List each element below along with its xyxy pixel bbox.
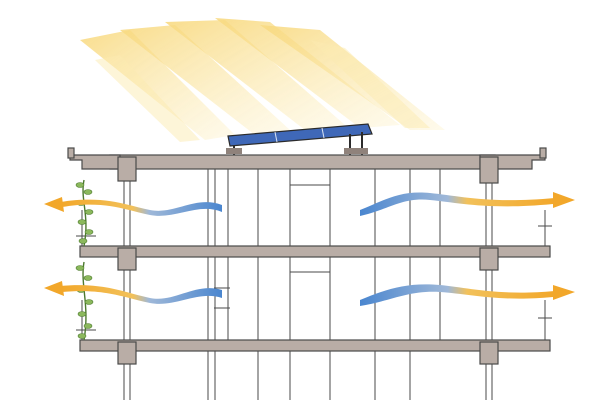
- parapet-left: [69, 154, 121, 170]
- building-structure: [67, 147, 551, 365]
- climbing-plant-icon: [75, 179, 94, 341]
- solar-panel-icon: [226, 123, 373, 156]
- floor-slab-2: [79, 245, 551, 258]
- airflow-arrow-icon-lower: [44, 281, 575, 306]
- sun-rays-icon: [80, 18, 445, 142]
- floor-slab-1: [79, 339, 551, 352]
- wall-lines: [76, 169, 552, 400]
- airflow-arrow-icon: [44, 192, 575, 216]
- roof-slab: [109, 154, 496, 170]
